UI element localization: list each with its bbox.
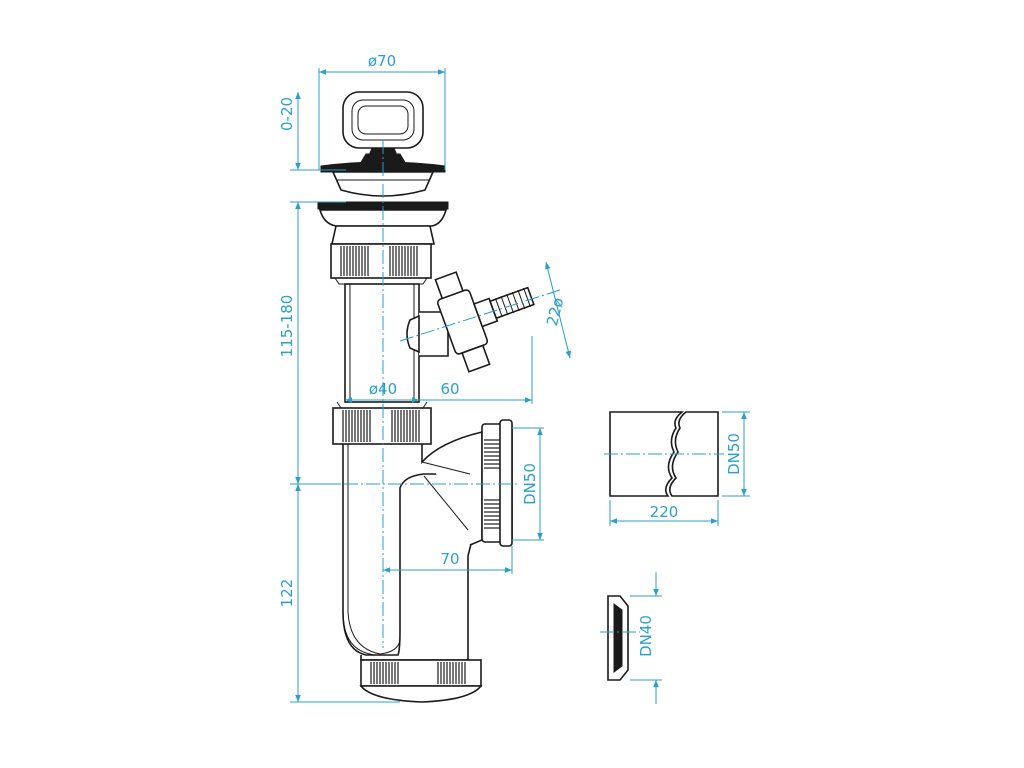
centerlines (300, 140, 724, 648)
gasket (607, 595, 629, 681)
dim-outlet-offset: 70 (440, 550, 459, 568)
bottom-cap (359, 659, 483, 703)
dim-pipe-diameter: ø40 (369, 380, 397, 398)
upper-nut (330, 243, 432, 285)
middle-nut (332, 401, 432, 445)
dim-lower-height: 122 (278, 579, 296, 608)
dim-outlet-size: DN50 (521, 463, 539, 505)
hose-connector (406, 271, 535, 373)
dimension-lines (290, 68, 750, 704)
siphon-assembly (317, 91, 535, 703)
upper-pipe (344, 283, 420, 403)
dim-pipe-length: 220 (650, 503, 679, 521)
dim-height-adjust: 0-20 (278, 97, 296, 131)
outlet-nut (481, 419, 513, 547)
dim-strainer-diameter: ø70 (368, 52, 396, 70)
bottle-body (342, 430, 483, 661)
dim-upper-height: 115-180 (278, 295, 296, 358)
dim-gasket-size: DN40 (637, 615, 655, 657)
dim-pipe-size: DN50 (725, 433, 743, 475)
dim-branch-offset: 60 (440, 380, 459, 398)
dim-hose-nozzle: 22ø (543, 296, 567, 328)
dimension-labels: ø70 0-20 115-180 122 ø40 60 22ø DN50 70 … (278, 52, 743, 657)
